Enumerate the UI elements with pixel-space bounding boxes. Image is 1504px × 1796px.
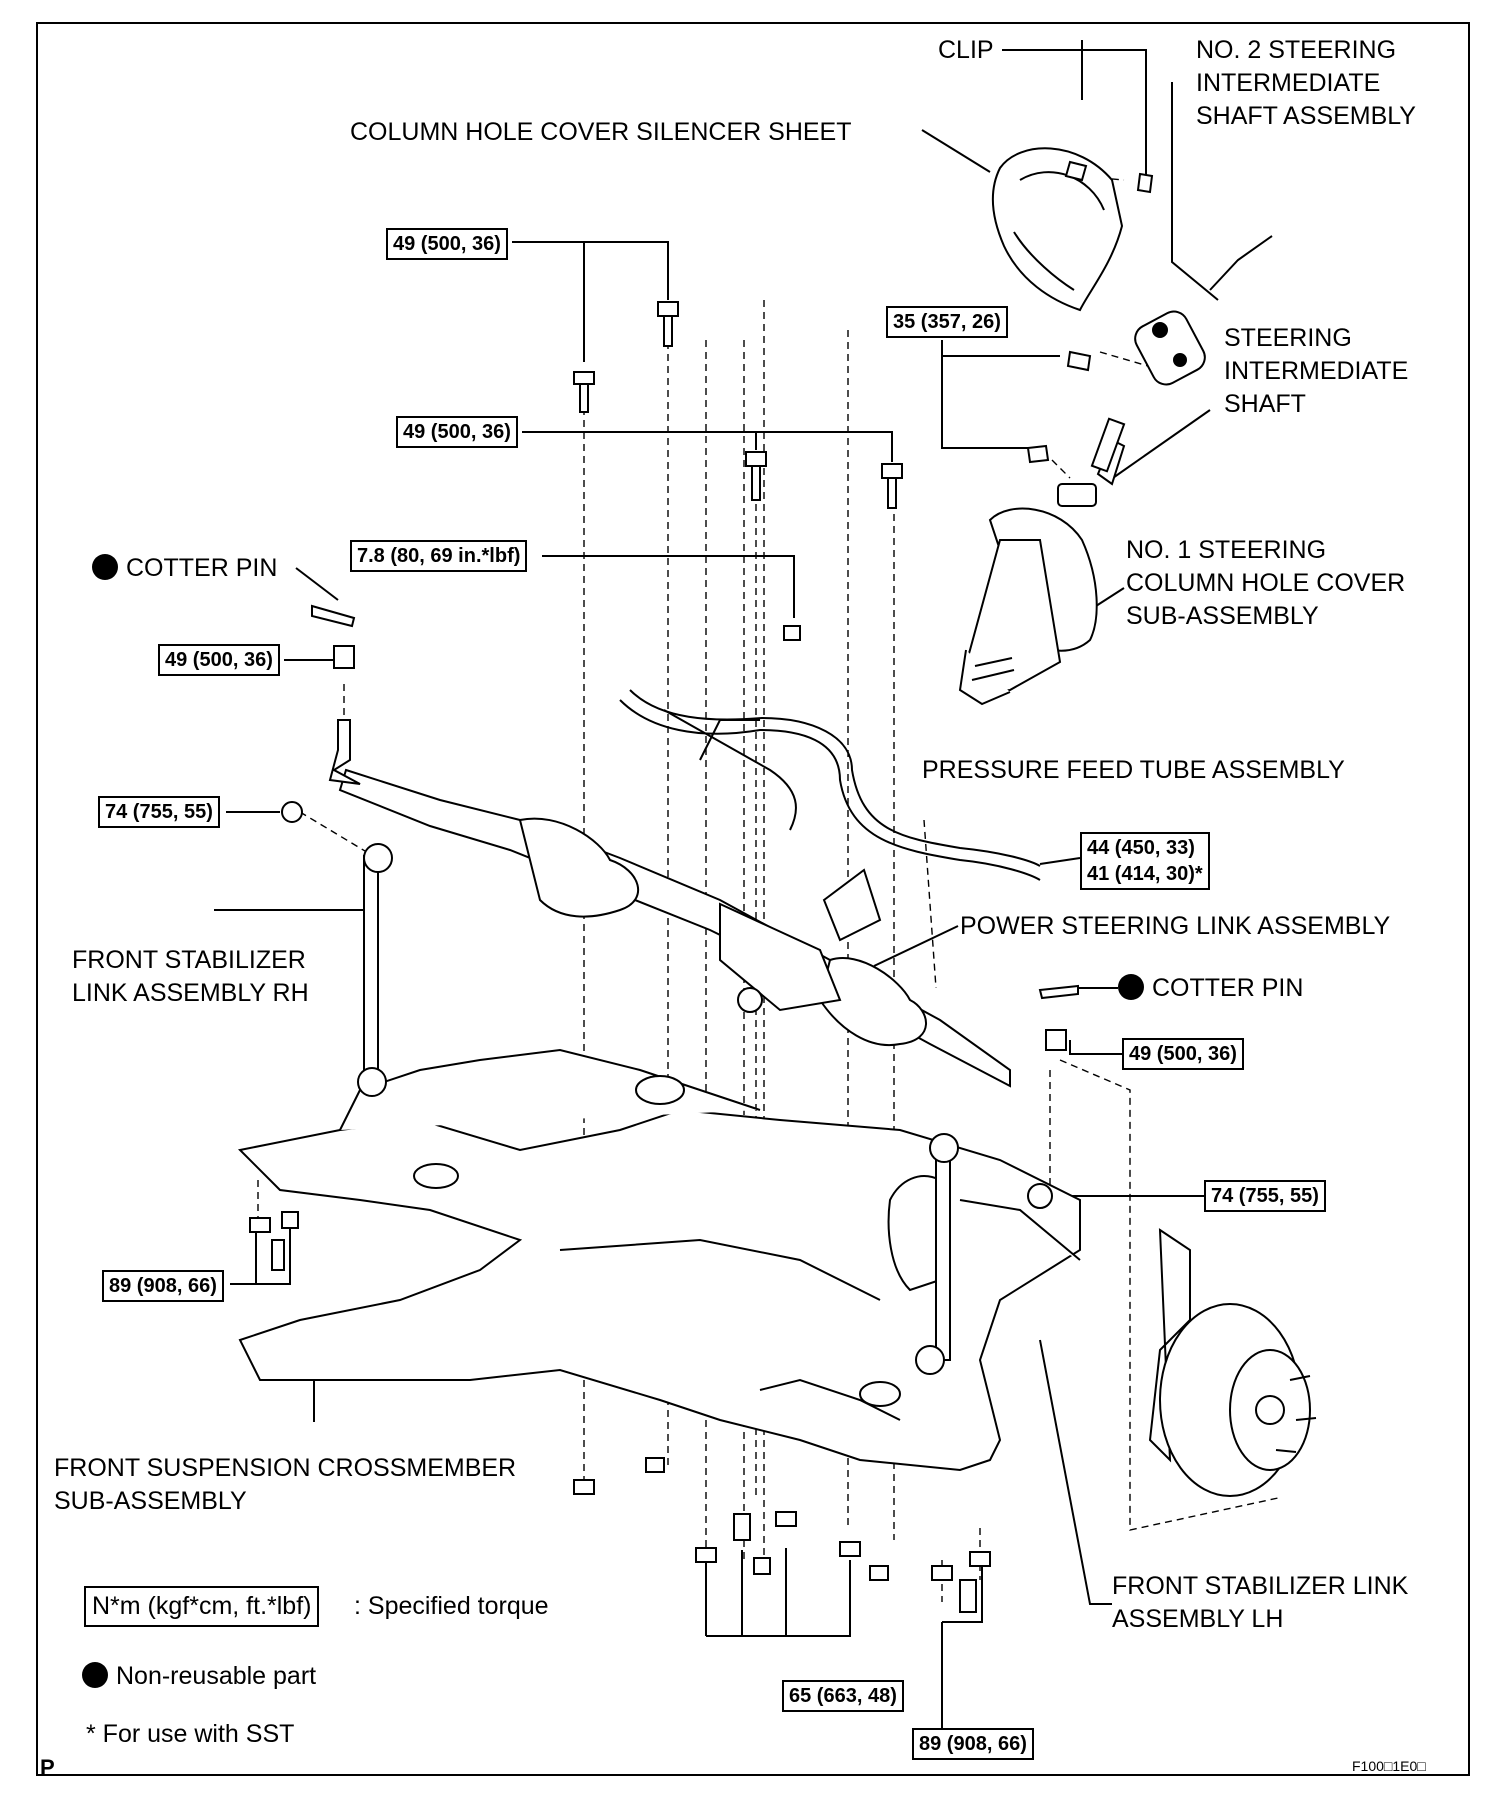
diagram-frame (36, 22, 1470, 1776)
crossmember-drawing (237, 1048, 1081, 1472)
cotter-pin-lh-label: COTTER PIN (1118, 972, 1303, 1005)
torque-spec-box: 89 (908, 66) (912, 1728, 1034, 1760)
torque-spec-box: 49 (500, 36) (386, 228, 508, 260)
pressure-feed-tube-drawing (619, 689, 1041, 881)
ps-link-leader (873, 925, 959, 967)
torque-spec-box: 44 (450, 33) 41 (414, 30)* (1080, 832, 1210, 890)
legend-torque-box: N*m (kgf*cm, ft.*lbf) (84, 1586, 320, 1627)
torque-spec-box: 65 (663, 48) (782, 1680, 904, 1712)
no2-shaft-leader (1171, 82, 1219, 301)
nonreusable-dot-icon (82, 1662, 108, 1688)
torque-leader-49d (1069, 1040, 1122, 1055)
torque-spec-box: 49 (500, 36) (158, 644, 280, 676)
cotter-pin-rh-label: COTTER PIN (92, 552, 277, 585)
torque-spec-box: 49 (500, 36) (396, 416, 518, 448)
steering-intermediate-shaft-label: STEERING INTERMEDIATE SHAFT (1224, 324, 1409, 418)
silencer-sheet-label: COLUMN HOLE COVER SILENCER SHEET (350, 118, 852, 146)
torque-leader-78 (542, 555, 795, 618)
torque-spec-box: 89 (908, 66) (102, 1270, 224, 1302)
legend-torque-text: : Specified torque (354, 1592, 549, 1620)
steering-knuckle-drawing (1148, 1228, 1317, 1497)
no1-cover-leader (1095, 587, 1125, 607)
clip-leader (1002, 40, 1147, 176)
torque-spec-box: 49 (500, 36) (1122, 1038, 1244, 1070)
column-cover-drawing (958, 507, 1098, 706)
footer-page-mark: P (40, 1755, 55, 1780)
torque-spec-box: 35 (357, 26) (886, 306, 1008, 338)
clip-label: CLIP (938, 36, 994, 64)
front-stabilizer-link-rh-label: FRONT STABILIZER LINK ASSEMBLY RH (72, 946, 309, 1007)
no1-column-hole-cover-label: NO. 1 STEERING COLUMN HOLE COVER SUB-ASS… (1126, 536, 1406, 630)
crossmember-label: FRONT SUSPENSION CROSSMEMBER SUB-ASSEMBL… (54, 1454, 517, 1515)
nonreusable-dot-icon (92, 554, 118, 580)
torque-leader-44 (1039, 857, 1081, 865)
torque-leader-49a (512, 241, 669, 362)
power-steering-link-label: POWER STEERING LINK ASSEMBLY (960, 912, 1391, 940)
figure-code: F100□1E0□ (1352, 1758, 1426, 1774)
torque-leader-35 (941, 340, 1060, 449)
legend-sst-note: * For use with SST (86, 1720, 295, 1748)
front-stabilizer-link-lh-label: FRONT STABILIZER LINK ASSEMBLY LH (1112, 1572, 1409, 1633)
cotter-pin-leader-rh (295, 567, 339, 601)
torque-leader-49b (522, 431, 893, 462)
legend-nonreusable: Non-reusable part (82, 1660, 316, 1693)
stabilizer-link-drawing (357, 843, 959, 1375)
torque-spec-box: 7.8 (80, 69 in.*lbf) (350, 540, 528, 572)
torque-leader-89b (941, 1560, 983, 1728)
fasteners-drawing (249, 160, 1154, 1613)
pressure-feed-tube-label: PRESSURE FEED TUBE ASSEMBLY (922, 756, 1345, 784)
silencer-sheet-drawing (992, 147, 1124, 312)
steering-rack-drawing (328, 719, 1011, 1088)
nonreusable-dot-icon (1118, 974, 1144, 1000)
silencer-leader (921, 129, 991, 173)
steering-shaft-leader (1109, 409, 1211, 481)
intermediate-shaft-drawing (1057, 235, 1273, 507)
stab-lh-leader (1039, 1339, 1112, 1605)
torque-spec-box: 74 (755, 55) (98, 796, 220, 828)
torque-leader-65 (705, 1548, 851, 1637)
no2-intermediate-shaft-label: NO. 2 STEERING INTERMEDIATE SHAFT ASSEMB… (1196, 36, 1416, 130)
torque-spec-box: 74 (755, 55) (1204, 1180, 1326, 1212)
